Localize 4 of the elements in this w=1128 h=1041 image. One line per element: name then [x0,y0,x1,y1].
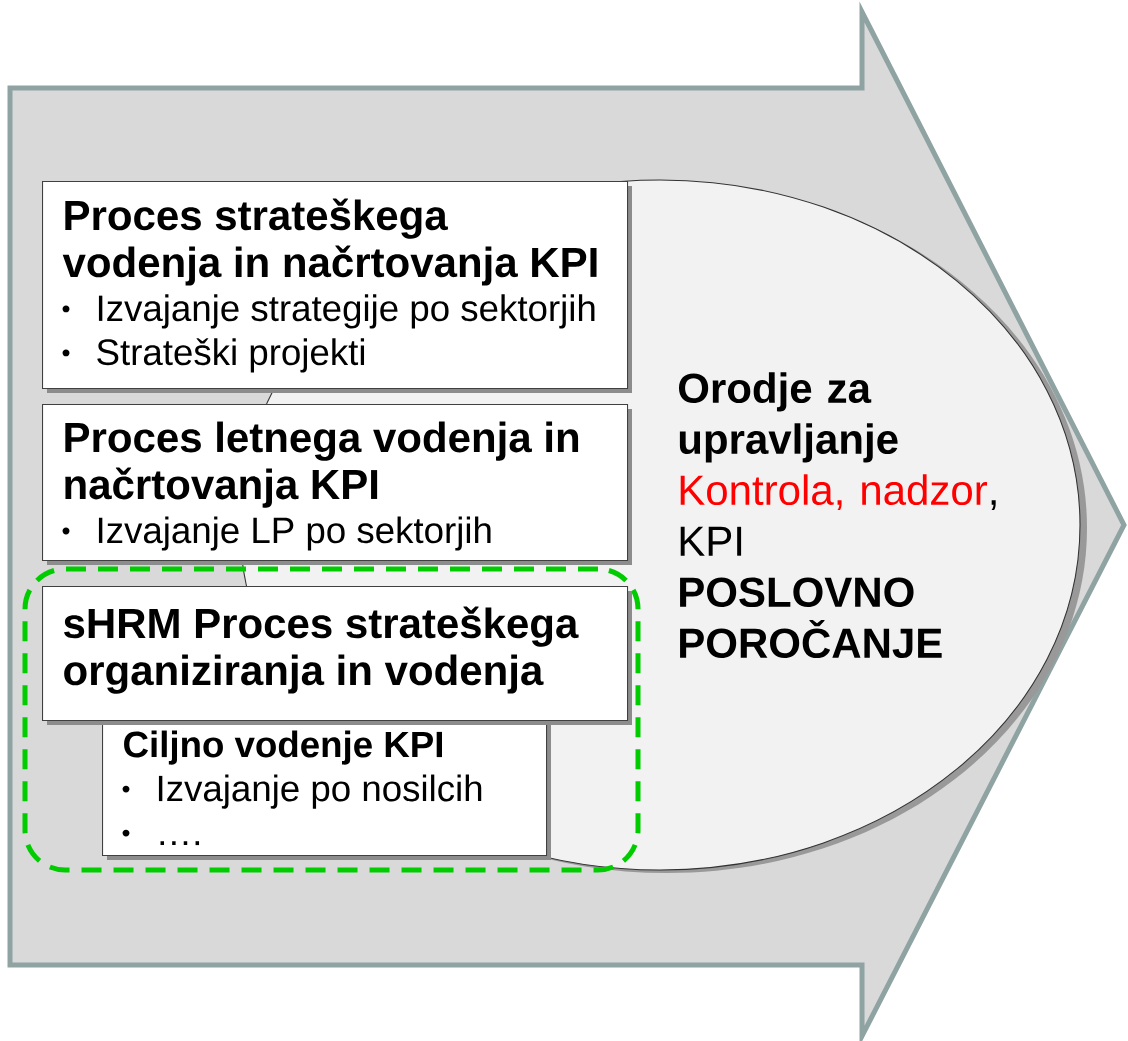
process-box: Proces letnega vodenja in načrtovanja KPI Izvajanje LP po sektorjih [42,404,632,565]
dashed-group-outline [22,566,641,873]
process-box: sHRM Proces strateškega organiziranja in vodenja [42,586,632,725]
process-box: Proces strateškega vodenja in načrtovanja KPI Izvajanje strategije po sektorjih Strateški projekti [42,181,632,393]
